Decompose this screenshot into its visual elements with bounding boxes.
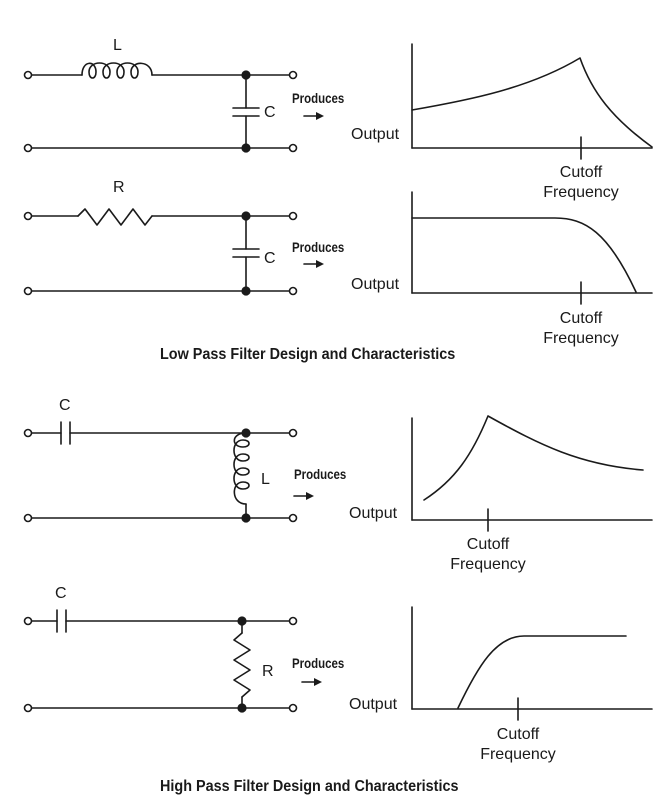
low-pass-caption: Low Pass Filter Design and Characteristi… bbox=[160, 346, 456, 363]
frequency-text: Frequency bbox=[543, 184, 619, 201]
frequency-text: Frequency bbox=[480, 746, 556, 763]
cutoff-frequency-label: Cutoff Frequency bbox=[526, 163, 636, 203]
output-label: Output bbox=[351, 126, 400, 143]
junction-dot bbox=[241, 70, 251, 80]
cutoff-text: Cutoff bbox=[559, 164, 603, 181]
response-curve bbox=[411, 57, 653, 148]
cl-high-pass-graph bbox=[411, 415, 653, 532]
capacitor-label: C bbox=[59, 397, 71, 414]
frequency-text: Frequency bbox=[543, 330, 619, 347]
junction-dot bbox=[237, 703, 247, 713]
output-label: Output bbox=[349, 505, 398, 522]
junction-dot bbox=[241, 211, 251, 221]
junction-dot bbox=[237, 616, 247, 626]
input-terminal-bottom bbox=[23, 143, 33, 153]
cr-high-pass-circuit bbox=[23, 609, 322, 713]
response-curve bbox=[411, 217, 637, 293]
cutoff-frequency-label: Cutoff Frequency bbox=[433, 535, 543, 575]
input-terminal-bottom bbox=[23, 703, 33, 713]
produces-label: Produces bbox=[292, 239, 345, 255]
output-terminal-top bbox=[288, 70, 298, 80]
resistor-zigzag bbox=[233, 632, 251, 698]
produces-label: Produces bbox=[292, 90, 345, 106]
output-terminal-top bbox=[288, 211, 298, 221]
output-terminal-bottom bbox=[288, 703, 298, 713]
junction-dot bbox=[241, 143, 251, 153]
output-terminal-bottom bbox=[288, 143, 298, 153]
lc-low-pass-circuit bbox=[23, 62, 324, 153]
input-terminal-top bbox=[23, 211, 33, 221]
capacitor-label: C bbox=[264, 250, 276, 267]
cutoff-text: Cutoff bbox=[466, 536, 510, 553]
rc-low-pass-circuit bbox=[23, 208, 324, 296]
output-label: Output bbox=[349, 696, 398, 713]
cr-high-pass-graph bbox=[411, 606, 653, 721]
cutoff-frequency-label: Cutoff Frequency bbox=[463, 725, 573, 765]
inductor-label: L bbox=[261, 471, 270, 488]
output-terminal-top bbox=[288, 428, 298, 438]
output-terminal-bottom bbox=[288, 286, 298, 296]
output-terminal-bottom bbox=[288, 513, 298, 523]
input-terminal-bottom bbox=[23, 286, 33, 296]
response-curve bbox=[423, 415, 644, 501]
lc-low-pass-graph bbox=[411, 43, 653, 160]
input-terminal-top bbox=[23, 428, 33, 438]
input-terminal-top bbox=[23, 616, 33, 626]
high-pass-caption: High Pass Filter Design and Characterist… bbox=[160, 778, 459, 795]
response-curve bbox=[457, 635, 627, 709]
input-terminal-top bbox=[23, 70, 33, 80]
capacitor-label: C bbox=[55, 585, 67, 602]
produces-label: Produces bbox=[292, 655, 345, 671]
resistor-label: R bbox=[113, 179, 125, 196]
cl-high-pass-circuit bbox=[23, 421, 314, 523]
produces-label: Produces bbox=[294, 466, 347, 482]
frequency-text: Frequency bbox=[450, 556, 526, 573]
resistor-zigzag bbox=[77, 208, 153, 226]
junction-dot bbox=[241, 286, 251, 296]
junction-dot bbox=[241, 513, 251, 523]
output-terminal-top bbox=[288, 616, 298, 626]
output-label: Output bbox=[351, 276, 400, 293]
junction-dot bbox=[241, 428, 251, 438]
inductor-coil bbox=[81, 62, 153, 79]
input-terminal-bottom bbox=[23, 513, 33, 523]
arrow-head bbox=[316, 260, 324, 268]
resistor-label: R bbox=[262, 663, 274, 680]
arrow-head bbox=[314, 678, 322, 686]
arrow-head bbox=[316, 112, 324, 120]
capacitor-label: C bbox=[264, 104, 276, 121]
cutoff-text: Cutoff bbox=[496, 726, 540, 743]
cutoff-text: Cutoff bbox=[559, 310, 603, 327]
cutoff-frequency-label: Cutoff Frequency bbox=[526, 309, 636, 349]
rc-low-pass-graph bbox=[411, 191, 653, 305]
inductor-label: L bbox=[113, 37, 122, 54]
arrow-head bbox=[306, 492, 314, 500]
inductor-coil bbox=[233, 432, 250, 505]
